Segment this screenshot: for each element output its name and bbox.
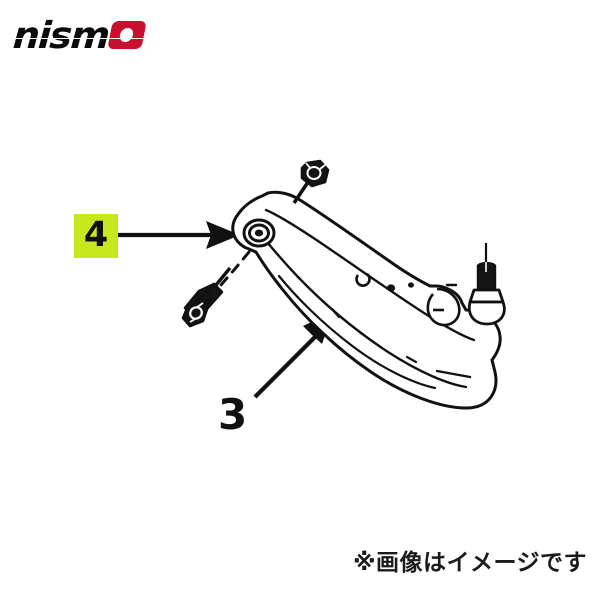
callout-4-label: 4 [83,214,109,255]
footer-divider [0,568,600,569]
header-divider [0,38,600,39]
hex-nut [292,159,330,204]
bushing-eye [242,218,276,248]
callout-4-highlight [74,214,118,258]
image-disclaimer-text: ※画像はイメージです [353,550,587,576]
bolt-alignment-dashes [218,250,251,288]
hex-bolt [181,266,232,328]
callout-4-arrow [118,221,240,249]
control-arm-stamped-holes [355,272,414,292]
ball-joint-stud [467,243,506,326]
callout-4[interactable]: 4 [74,214,118,258]
callout-3-label: 3 [218,390,248,439]
control-arm-body [231,190,502,410]
control-arm-boss [426,287,461,327]
